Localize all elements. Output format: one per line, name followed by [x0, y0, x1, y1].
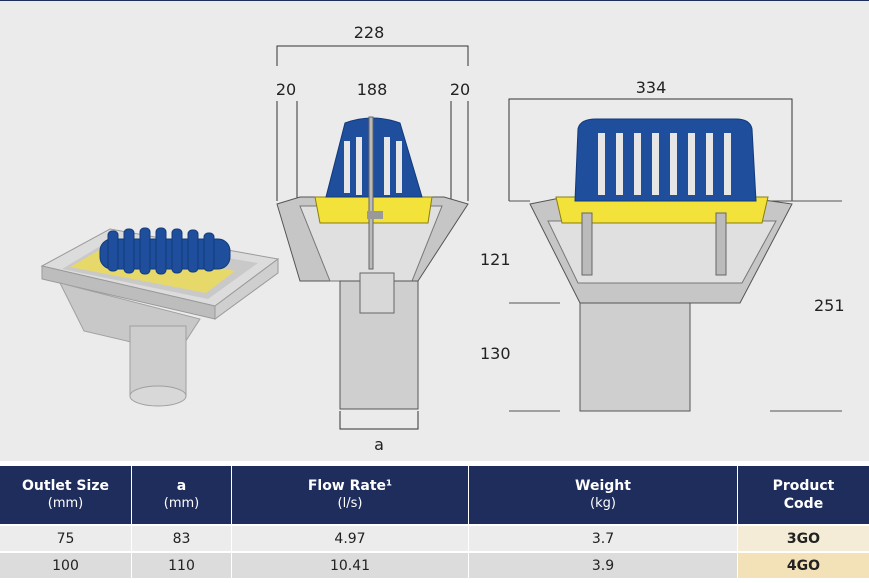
- cell-product-code: 3GO: [738, 524, 869, 551]
- cell-outlet-size: 75: [0, 524, 132, 551]
- dim-side-right: 20: [450, 80, 470, 99]
- dim-outlet-a: a: [374, 435, 384, 454]
- dim-upper-height: 121: [480, 250, 511, 269]
- dim-lower-height: 130: [480, 344, 511, 363]
- cell-flow-rate: 10.41: [232, 551, 469, 578]
- cell-a: 83: [132, 524, 232, 551]
- drain-figure: 228 20 188 20 a: [0, 0, 869, 461]
- cell-a: 110: [132, 551, 232, 578]
- dim-center: 188: [357, 80, 388, 99]
- dim-side-width: 334: [636, 78, 667, 97]
- product-photo: [40, 227, 280, 407]
- header-a: a(mm): [132, 466, 232, 524]
- cell-flow-rate: 4.97: [232, 524, 469, 551]
- drain-drawings: 228 20 188 20 a: [40, 23, 845, 454]
- header-outlet-size: Outlet Size(mm): [0, 466, 132, 524]
- header-weight: Weight(kg): [469, 466, 738, 524]
- table-row: 100 110 10.41 3.9 4GO: [0, 551, 869, 578]
- cell-outlet-size: 100: [0, 551, 132, 578]
- dim-overall-width: 228: [354, 23, 385, 42]
- cell-product-code: 4GO: [738, 551, 869, 578]
- spec-table: Outlet Size(mm) a(mm) Flow Rate¹(l/s) We…: [0, 466, 869, 578]
- table-row: 75 83 4.97 3.7 3GO: [0, 524, 869, 551]
- dim-side-left: 20: [276, 80, 296, 99]
- cell-weight: 3.7: [469, 524, 738, 551]
- dim-total-height: 251: [814, 296, 845, 315]
- front-section-drawing: 228 20 188 20 a: [276, 23, 470, 454]
- cell-weight: 3.9: [469, 551, 738, 578]
- header-flow-rate: Flow Rate¹(l/s): [232, 466, 469, 524]
- side-section-drawing: 334 121 130 251: [480, 78, 845, 412]
- table-header-row: Outlet Size(mm) a(mm) Flow Rate¹(l/s) We…: [0, 466, 869, 524]
